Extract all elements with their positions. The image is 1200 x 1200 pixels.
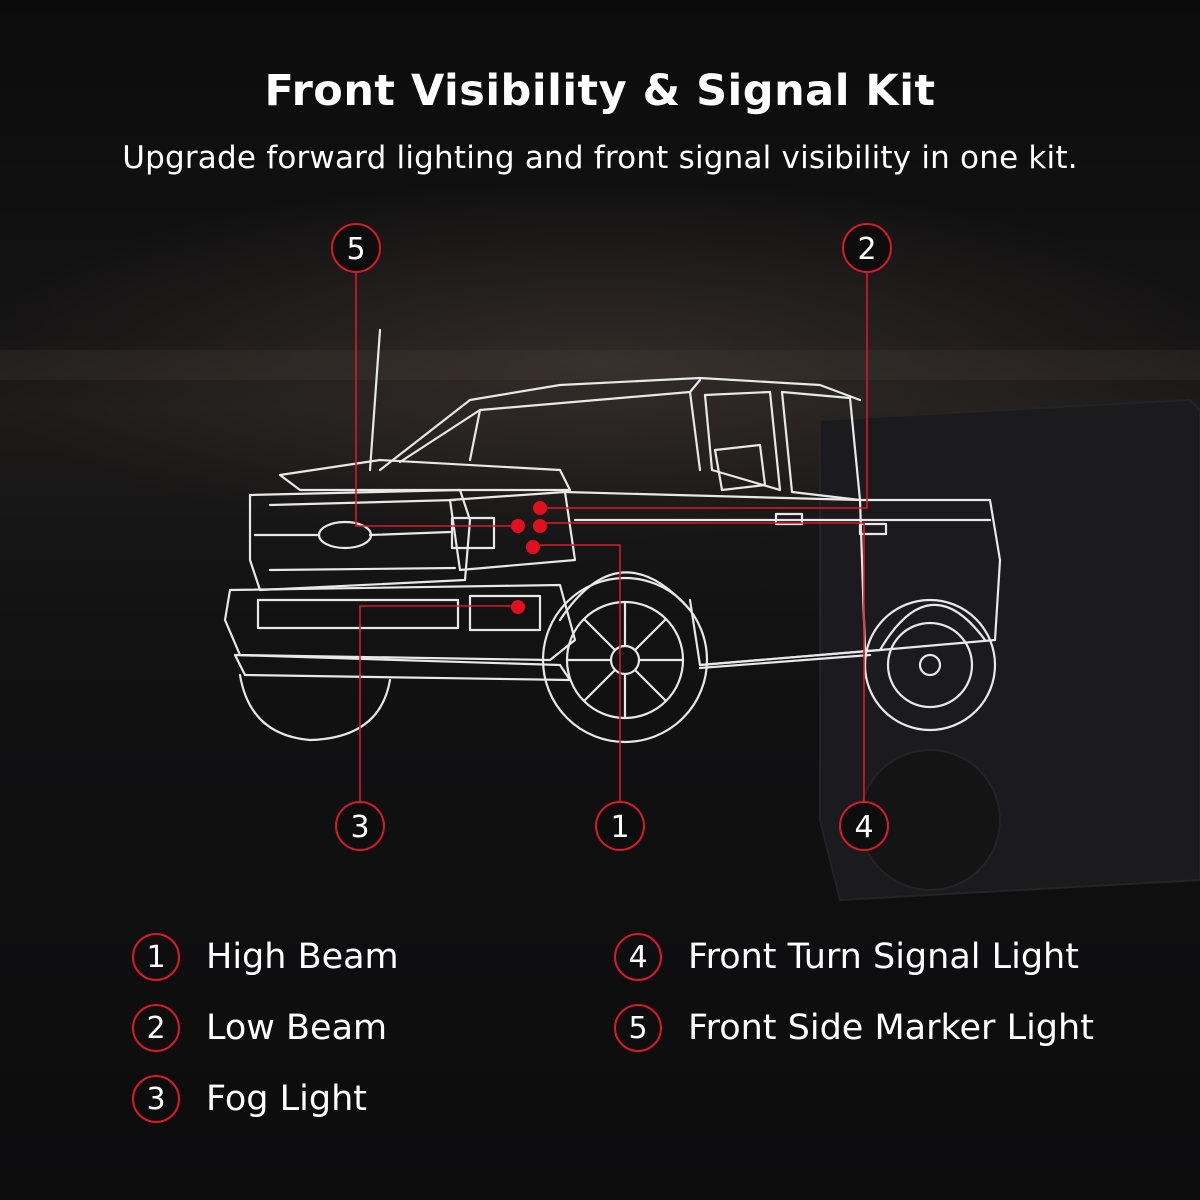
legend-badge: 4 (614, 933, 662, 981)
legend-label: High Beam (206, 937, 399, 977)
callout-number-3: 3 (350, 810, 369, 845)
legend-item-front-side-marker: 5 Front Side Marker Light (614, 1001, 1094, 1055)
legend-item-high-beam: 1 High Beam (132, 930, 399, 984)
horizon-glow (0, 350, 1200, 380)
legend-item-low-beam: 2 Low Beam (132, 1001, 387, 1055)
hotspot-high-beam (526, 540, 540, 554)
callout-badge-5: 5 (331, 223, 381, 273)
pickup-truck-illustration (223, 328, 1002, 744)
callout-badge-3: 3 (335, 801, 385, 851)
legend-item-fog-light: 3 Fog Light (132, 1072, 367, 1126)
hotspot-low-beam (533, 501, 547, 515)
legend-badge: 2 (132, 1004, 180, 1052)
page-title: Front Visibility & Signal Kit (264, 66, 936, 116)
hotspot-turn-signal (533, 519, 547, 533)
legend-label: Front Turn Signal Light (688, 937, 1079, 977)
legend-label: Fog Light (206, 1079, 367, 1119)
legend-badge: 3 (132, 1075, 180, 1123)
hotspot-side-marker (511, 519, 525, 533)
callout-number-4: 4 (854, 810, 873, 845)
legend-item-front-turn-signal: 4 Front Turn Signal Light (614, 930, 1079, 984)
legend-badge: 5 (614, 1004, 662, 1052)
hotspot-fog-light (511, 600, 525, 614)
legend-badge: 1 (132, 933, 180, 981)
callout-number-5: 5 (346, 232, 365, 267)
callout-badge-4: 4 (839, 801, 889, 851)
legend-label: Front Side Marker Light (688, 1008, 1094, 1048)
callout-badge-2: 2 (842, 223, 892, 273)
page-subtitle: Upgrade forward lighting and front signa… (122, 140, 1078, 176)
legend-label: Low Beam (206, 1008, 388, 1048)
callout-number-2: 2 (857, 232, 876, 267)
callout-number-1: 1 (610, 810, 629, 845)
callout-leader-lines (355, 272, 868, 802)
light-hotspots (511, 501, 547, 614)
background-truck-silhouette (819, 398, 1200, 902)
callout-badge-1: 1 (595, 801, 645, 851)
